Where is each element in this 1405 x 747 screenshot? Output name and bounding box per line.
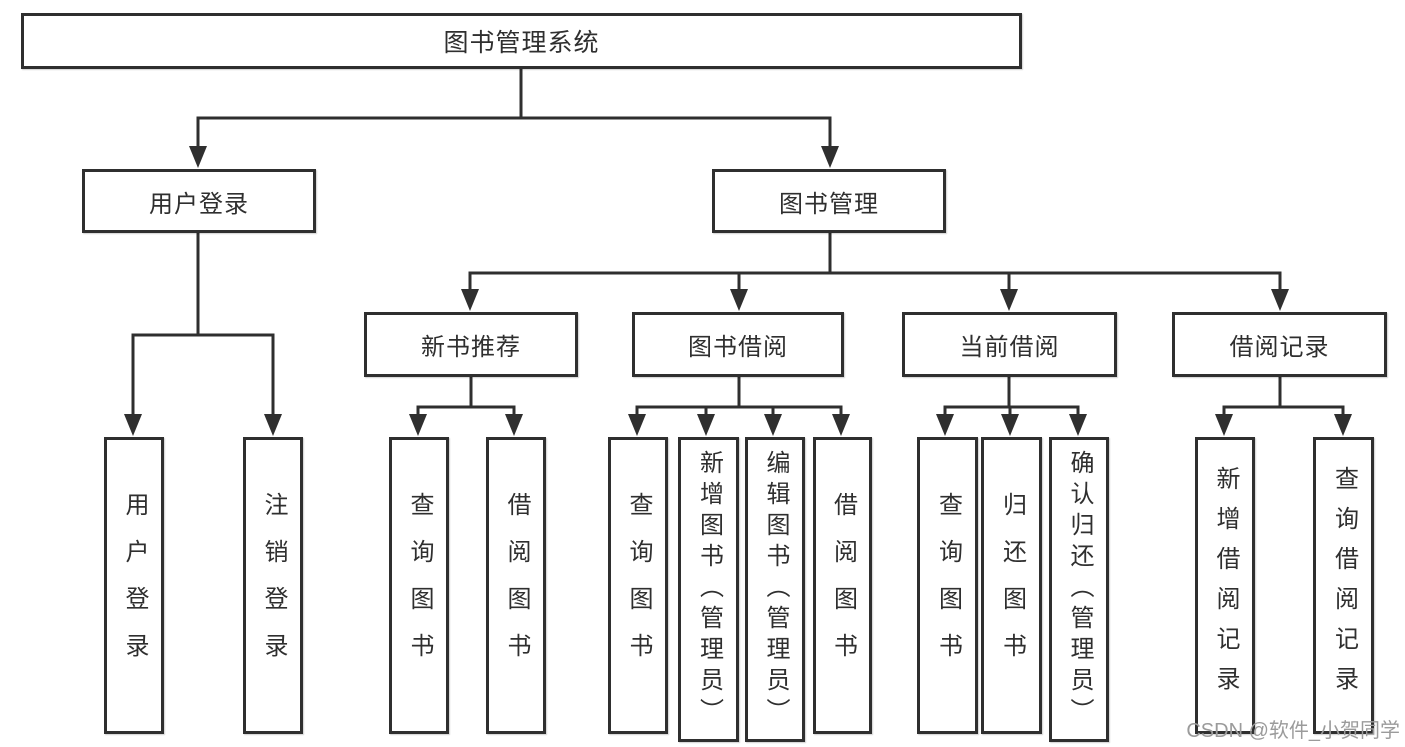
node-book-borrow: 图书借阅 [632,312,844,377]
leaf-add-book-admin: 新增图书（管理员） [678,437,739,742]
leaf-user-login: 用户登录 [104,437,164,734]
leaf-edit-book-admin: 编辑图书（管理员） [745,437,805,742]
node-book-borrow-label: 图书借阅 [688,334,788,361]
leaf-query-book-borrow: 查询图书 [608,437,668,734]
node-book-management-label: 图书管理 [779,190,879,218]
leaf-label: 借阅图书 [503,491,530,680]
node-borrow-record: 借阅记录 [1172,312,1387,377]
leaf-label: 编辑图书（管理员） [762,450,789,729]
leaf-label: 注销登录 [260,491,287,680]
node-user-login: 用户登录 [82,169,316,233]
node-user-login-label: 用户登录 [149,190,249,218]
leaf-logout: 注销登录 [243,437,303,734]
node-current-borrow-label: 当前借阅 [959,334,1060,361]
node-new-book-recommend: 新书推荐 [364,312,578,377]
leaf-label: 新增图书（管理员） [695,450,723,729]
leaf-add-borrow-record: 新增借阅记录 [1195,437,1255,734]
leaf-query-borrow-record: 查询借阅记录 [1313,437,1374,734]
node-book-management: 图书管理 [712,169,946,233]
node-current-borrow: 当前借阅 [902,312,1117,377]
node-borrow-record-label: 借阅记录 [1229,334,1330,361]
leaf-label: 借阅图书 [829,491,857,680]
leaf-label: 确认归还（管理员） [1066,450,1093,729]
leaf-query-book-recommend: 查询图书 [389,437,449,734]
node-root-label: 图书管理系统 [443,29,600,57]
leaf-confirm-return-admin: 确认归还（管理员） [1049,437,1109,742]
leaf-label: 查询图书 [406,491,433,680]
leaf-label: 查询图书 [625,491,652,680]
node-new-book-recommend-label: 新书推荐 [421,334,521,361]
node-root: 图书管理系统 [21,13,1022,69]
leaf-borrow-book-recommend: 借阅图书 [486,437,546,734]
leaf-label: 归还图书 [998,491,1026,680]
leaf-label: 新增借阅记录 [1212,465,1239,706]
leaf-query-book-current: 查询图书 [917,437,978,734]
leaf-return-book: 归还图书 [981,437,1042,734]
leaf-label: 查询借阅记录 [1330,465,1358,706]
leaf-label: 查询图书 [934,491,962,680]
leaf-borrow-book: 借阅图书 [813,437,872,734]
csdn-watermark: CSDN @软件_小贺同学 [1186,720,1400,742]
leaf-label: 用户登录 [121,491,148,680]
